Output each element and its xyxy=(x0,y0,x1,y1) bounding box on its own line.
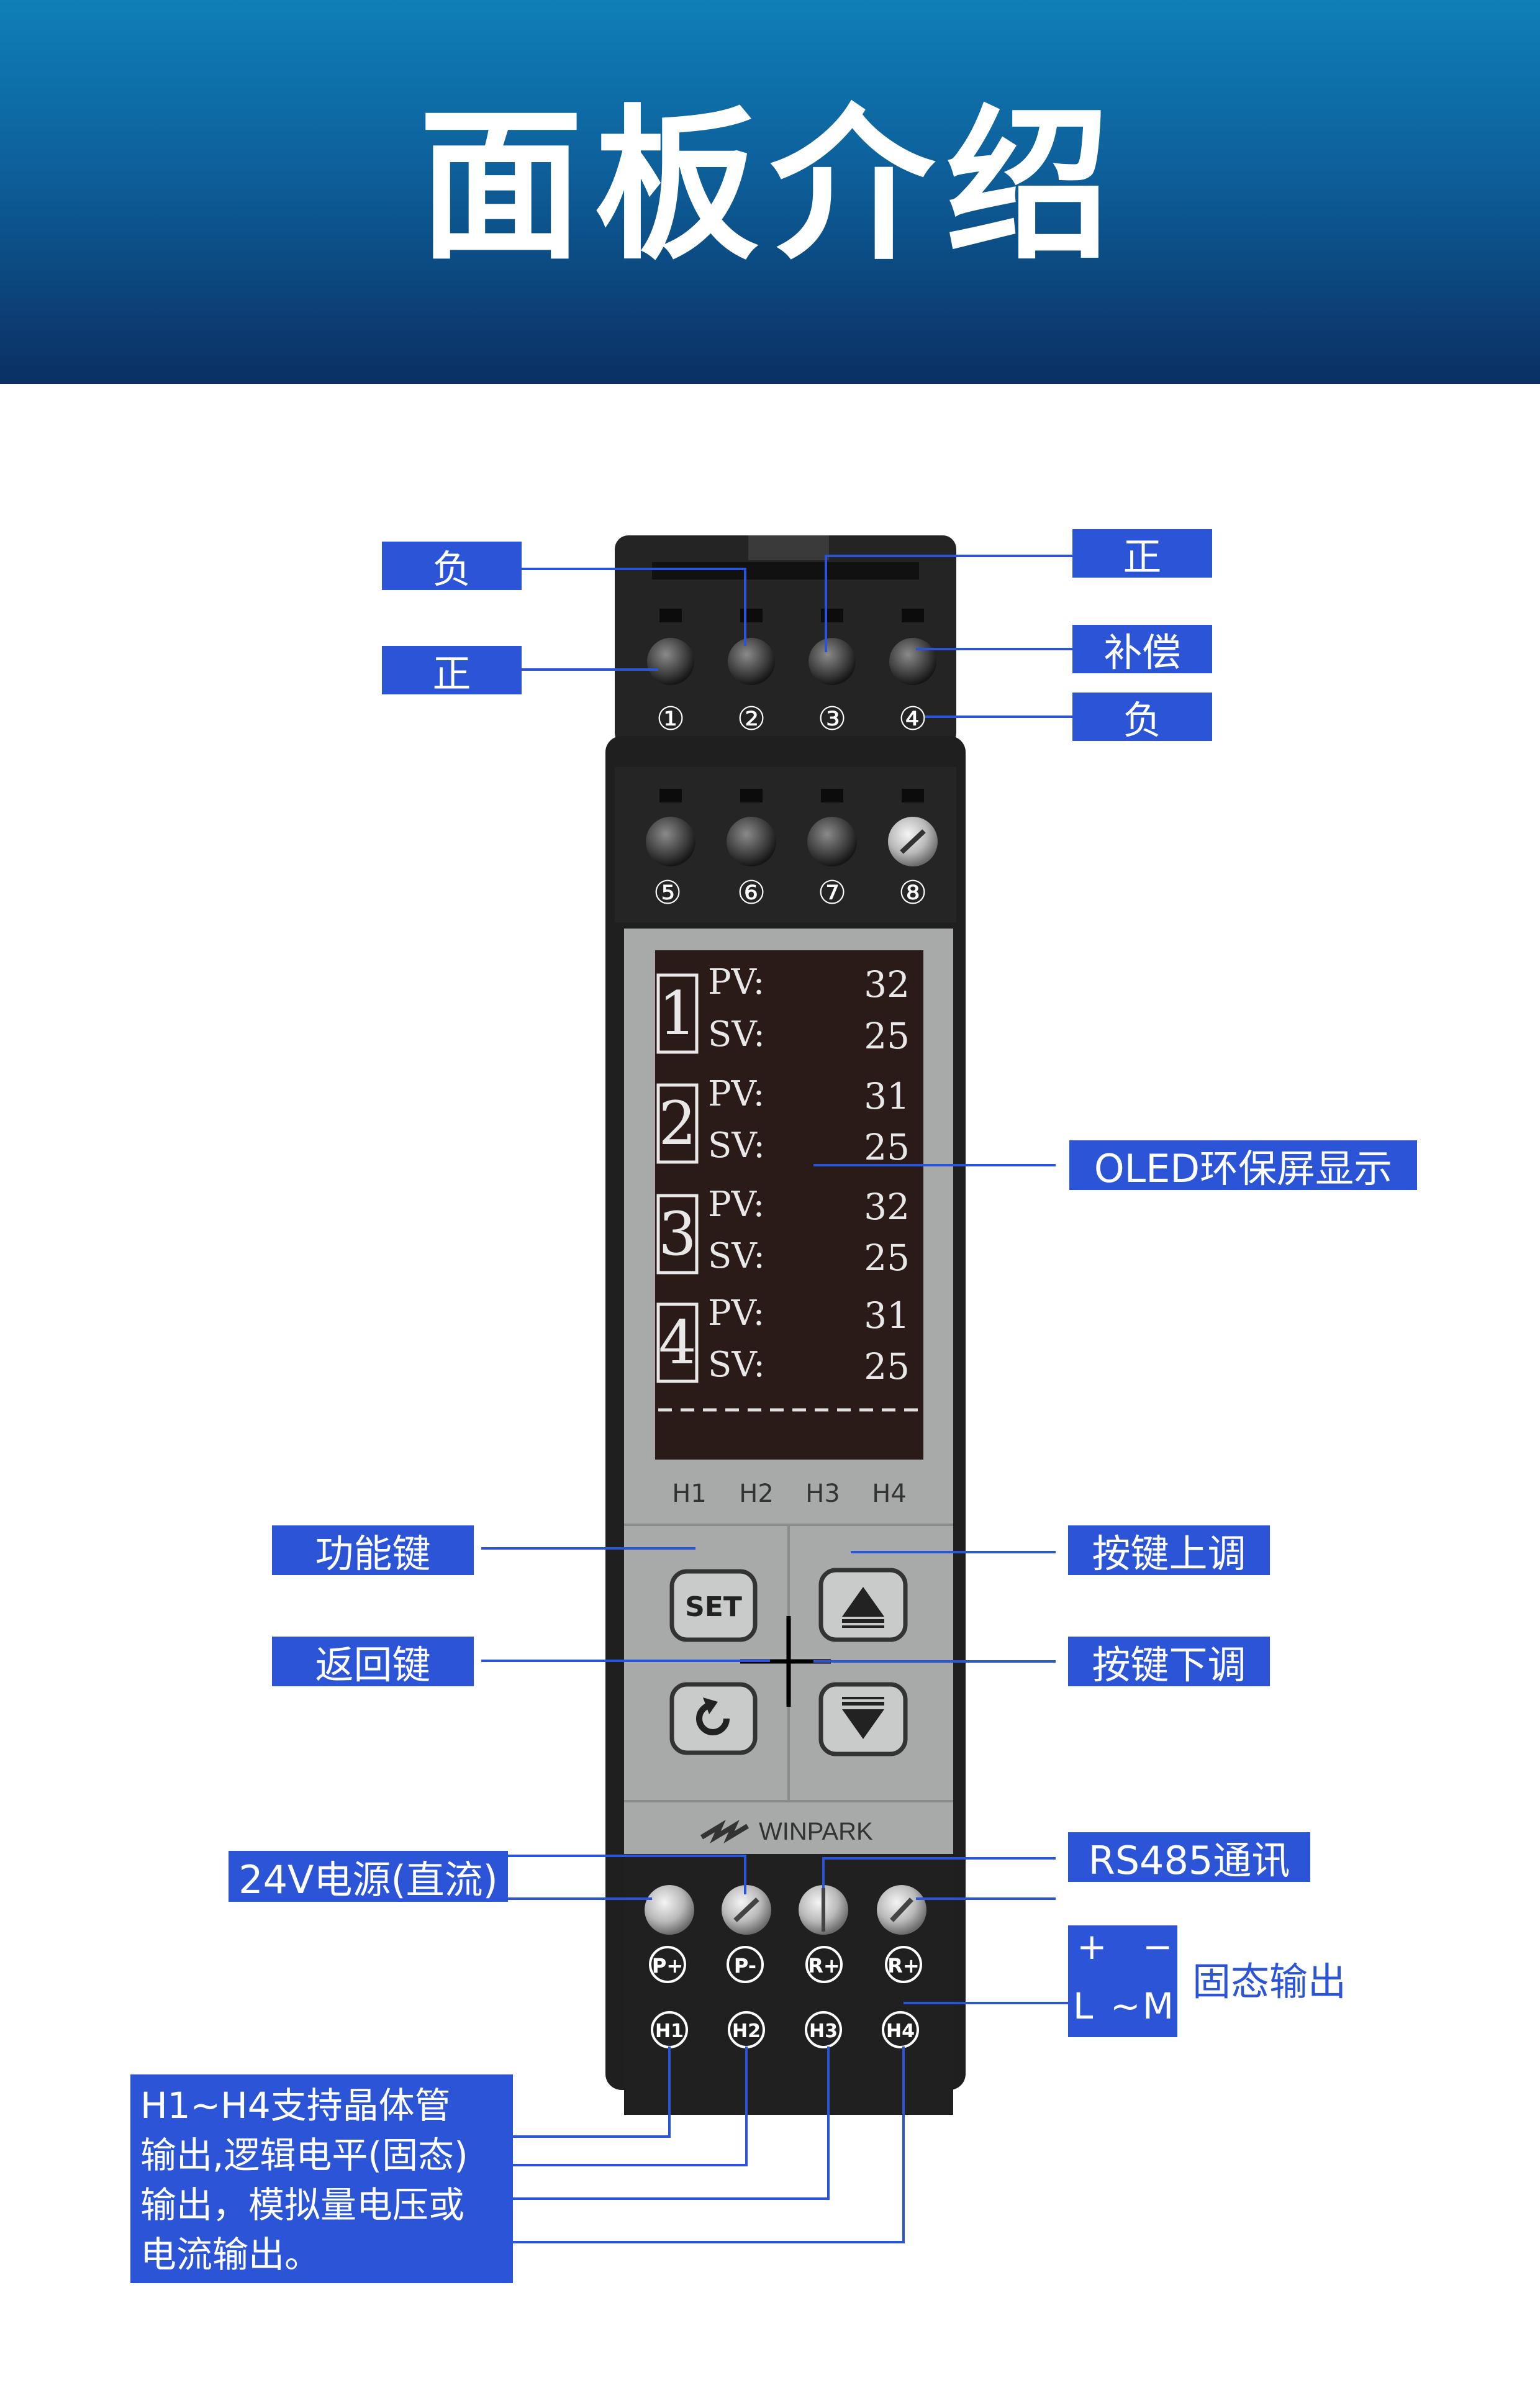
channel-1-pv-label: PV: xyxy=(708,962,764,1002)
terminal-6: ⑥ xyxy=(737,874,766,912)
terminal-p-plus: P+ xyxy=(652,1954,683,1978)
channel-3-pv-label: PV: xyxy=(708,1184,764,1225)
label-negative-right: 负 xyxy=(1072,693,1212,743)
terminal-2: ② xyxy=(737,701,766,738)
channel-3-number: 3 xyxy=(658,1199,696,1269)
channel-4-pv-value: 31 xyxy=(864,1294,910,1337)
label-key-up: 按键上调 xyxy=(1068,1525,1270,1576)
terminal-h4: H4 xyxy=(886,2020,915,2042)
triangle-down-icon xyxy=(842,1709,884,1739)
indicator-h2: H2 xyxy=(739,1479,774,1508)
channel-4-sv-value: 25 xyxy=(864,1345,910,1388)
label-rs485: RS485通讯 xyxy=(1068,1832,1310,1883)
channel-2-pv-value: 31 xyxy=(864,1075,910,1117)
indicator-h4: H4 xyxy=(872,1479,907,1508)
channel-3-pv-value: 32 xyxy=(864,1186,910,1228)
label-positive-right: 正 xyxy=(1072,529,1212,579)
return-icon xyxy=(696,1702,730,1735)
channel-1-sv-label: SV: xyxy=(708,1014,765,1055)
back-button[interactable] xyxy=(669,1682,758,1755)
description-line-2: 输出,逻辑电平(固态) xyxy=(140,2134,468,2176)
label-negative-left: 负 xyxy=(382,542,522,592)
terminal-r-plus-1: R+ xyxy=(808,1954,840,1978)
page-title: 面板介绍 xyxy=(419,91,1121,282)
indicator-h1: H1 xyxy=(672,1479,707,1508)
terminal-7: ⑦ xyxy=(818,874,847,912)
ssr-terminal-box: + − L ~ M xyxy=(1068,1925,1177,2037)
indicator-h3: H3 xyxy=(805,1479,840,1508)
label-function-key: 功能键 xyxy=(272,1525,474,1576)
channel-2-sv-value: 25 xyxy=(864,1126,910,1168)
ssr-m: M xyxy=(1143,1985,1174,2027)
down-button[interactable] xyxy=(818,1682,908,1756)
terminal-3: ③ xyxy=(818,701,847,738)
terminal-h1: H1 xyxy=(655,2020,684,2042)
oled-channels: 1 PV: 32 SV: 25 2 PV: 31 SV: 25 3 PV: 32… xyxy=(656,962,910,1388)
ssr-l: L xyxy=(1073,1985,1094,2027)
terminal-4: ④ xyxy=(899,701,928,738)
top-screws xyxy=(647,609,936,685)
description-line-1: H1~H4支持晶体管 xyxy=(140,2084,451,2127)
header-banner: 面板介绍 xyxy=(0,0,1540,384)
channel-2-sv-label: SV: xyxy=(708,1125,765,1166)
channel-2-pv-label: PV: xyxy=(708,1074,764,1114)
oled-screen xyxy=(655,950,923,1460)
description-line-3: 输出，模拟量电压或 xyxy=(140,2184,465,2226)
terminal-r-plus-2: R+ xyxy=(887,1954,919,1978)
ssr-plus: + xyxy=(1077,1925,1107,1968)
brand-logo: WINPARK xyxy=(700,1818,873,1845)
leader-lines xyxy=(481,555,1072,2243)
terminal-h3: H3 xyxy=(809,2020,838,2042)
output-description: H1~H4支持晶体管 输出,逻辑电平(固态) 输出，模拟量电压或 电流输出。 xyxy=(130,2074,513,2283)
terminal-p-minus: P- xyxy=(734,1954,756,1978)
terminal-8: ⑧ xyxy=(899,874,928,912)
up-button[interactable] xyxy=(818,1568,908,1642)
channel-1-number: 1 xyxy=(658,979,696,1048)
channel-1-pv-value: 32 xyxy=(864,963,910,1006)
channel-4-number: 4 xyxy=(658,1308,696,1378)
channel-4-sv-label: SV: xyxy=(708,1345,765,1385)
mid-screws xyxy=(646,789,938,866)
terminal-5: ⑤ xyxy=(653,874,682,912)
label-24v-power: 24V电源(直流) xyxy=(229,1851,508,1902)
label-oled-display: OLED环保屏显示 xyxy=(1069,1140,1417,1191)
set-button-label: SET xyxy=(685,1591,742,1623)
channel-2-number: 2 xyxy=(658,1089,696,1158)
description-line-4: 电流输出。 xyxy=(140,2233,321,2276)
ssr-minus: − xyxy=(1143,1925,1173,1968)
channel-4-pv-label: PV: xyxy=(708,1293,764,1333)
set-button[interactable]: SET xyxy=(669,1569,758,1642)
label-ssr-output: 固态输出 xyxy=(1192,1959,1347,2004)
terminal-1: ① xyxy=(656,701,686,738)
top-terminal-block xyxy=(615,535,956,747)
label-back-key: 返回键 xyxy=(272,1637,474,1688)
brand-name: WINPARK xyxy=(759,1818,873,1845)
label-compensation: 补偿 xyxy=(1072,625,1212,675)
label-positive-left: 正 xyxy=(382,646,522,696)
label-key-down: 按键下调 xyxy=(1068,1637,1270,1688)
channel-3-sv-value: 25 xyxy=(864,1237,910,1279)
channel-3-sv-label: SV: xyxy=(708,1236,765,1276)
channel-1-sv-value: 25 xyxy=(864,1015,910,1057)
triangle-up-icon xyxy=(842,1587,884,1617)
ssr-tilde: ~ xyxy=(1110,1985,1141,2027)
terminal-h2: H2 xyxy=(732,2020,761,2042)
